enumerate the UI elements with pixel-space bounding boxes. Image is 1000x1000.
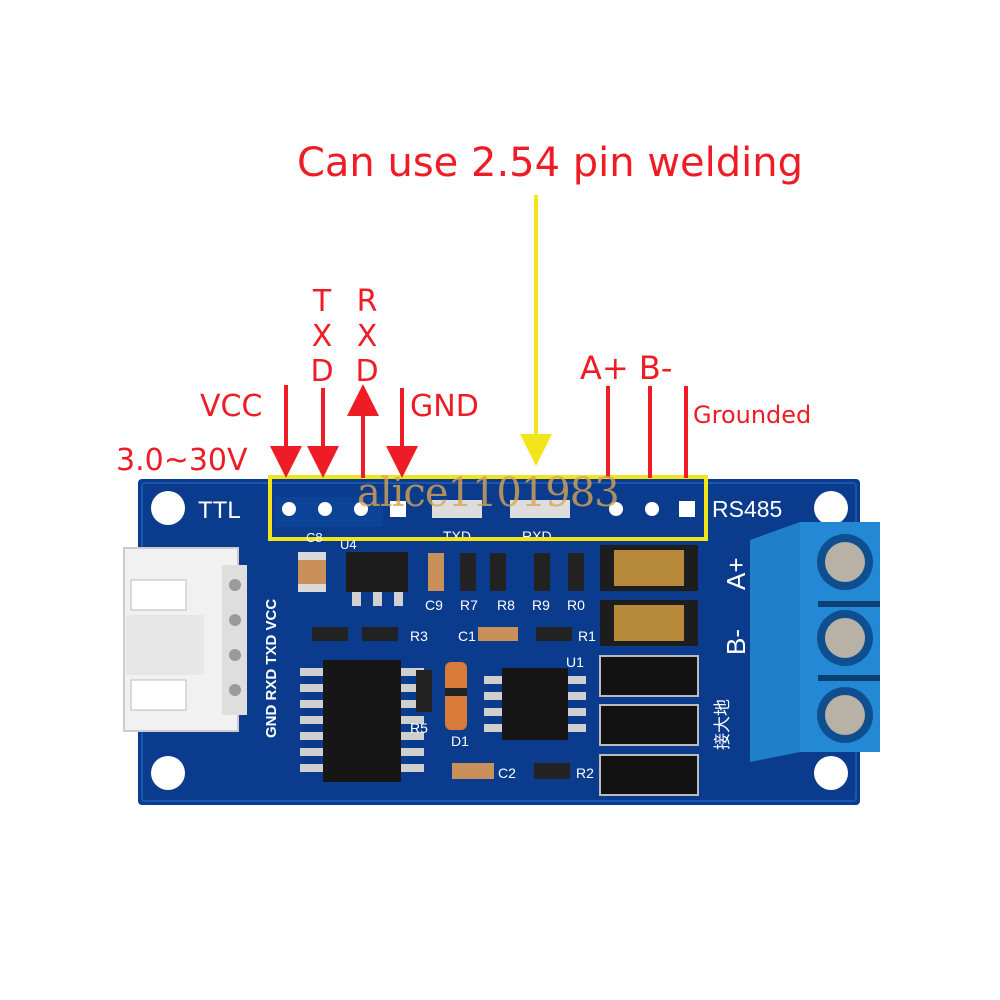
c8-label: C8 bbox=[306, 530, 323, 545]
r8-label: R8 bbox=[497, 597, 515, 613]
a-b-label: A+ B- bbox=[580, 349, 673, 387]
c9-label: C9 bbox=[425, 597, 443, 613]
r0-label: R0 bbox=[567, 597, 585, 613]
pin-pad-ground bbox=[679, 501, 695, 517]
header-pin-labels: GND RXD TXD VCC bbox=[263, 599, 280, 738]
pin-pad-a bbox=[609, 502, 623, 516]
r1-label: R1 bbox=[578, 628, 596, 644]
d1-label: D1 bbox=[451, 733, 469, 749]
watermark: alice1101983 bbox=[357, 470, 620, 516]
r9-label: R9 bbox=[532, 597, 550, 613]
tvs-diode-1 bbox=[599, 655, 699, 697]
u1-label: U1 bbox=[566, 654, 584, 670]
c1-label: C1 bbox=[458, 628, 476, 644]
txd-led-label: TXD bbox=[443, 528, 471, 544]
terminal-b-label: B- bbox=[721, 629, 751, 655]
screw-terminal-block bbox=[750, 522, 880, 762]
pin-pad-txd bbox=[318, 502, 332, 516]
u4-label: U4 bbox=[340, 537, 357, 552]
mounting-hole bbox=[151, 756, 185, 790]
headline-annotation: Can use 2.54 pin welding bbox=[296, 140, 804, 186]
rs485-silkscreen: RS485 bbox=[712, 496, 782, 522]
r5-label: R5 bbox=[410, 720, 428, 736]
tvs-diode-3 bbox=[599, 754, 699, 796]
ic-chip-large bbox=[300, 660, 424, 782]
pin-pad-b bbox=[645, 502, 659, 516]
r3-label: R3 bbox=[410, 628, 428, 644]
r2-label: R2 bbox=[576, 765, 594, 781]
ttl-silkscreen: TTL bbox=[198, 497, 241, 524]
terminal-gnd-label: 接大地 bbox=[713, 699, 732, 750]
mounting-hole bbox=[151, 491, 185, 525]
terminal-a-label: A+ bbox=[721, 557, 751, 590]
mounting-hole bbox=[814, 756, 848, 790]
mounting-hole bbox=[814, 491, 848, 525]
pin-pad-gnd bbox=[390, 501, 406, 517]
gnd-label: GND bbox=[410, 389, 479, 424]
rxd-led-label: RXD bbox=[522, 528, 552, 544]
pin-pad-rxd bbox=[354, 502, 368, 516]
pin-row-highlight bbox=[268, 475, 708, 541]
grounded-label: Grounded bbox=[693, 401, 812, 429]
ic-chip-u1 bbox=[484, 668, 586, 740]
tvs-diode-2 bbox=[599, 704, 699, 746]
vcc-label: VCC bbox=[200, 389, 263, 424]
txd-label: TXD bbox=[310, 284, 334, 389]
voltage-range-label: 3.0~30V bbox=[116, 443, 248, 478]
pin-pad-vcc bbox=[282, 502, 296, 516]
r7-label: R7 bbox=[460, 597, 478, 613]
rxd-label: RXD bbox=[355, 284, 379, 389]
c2-label: C2 bbox=[498, 765, 516, 781]
